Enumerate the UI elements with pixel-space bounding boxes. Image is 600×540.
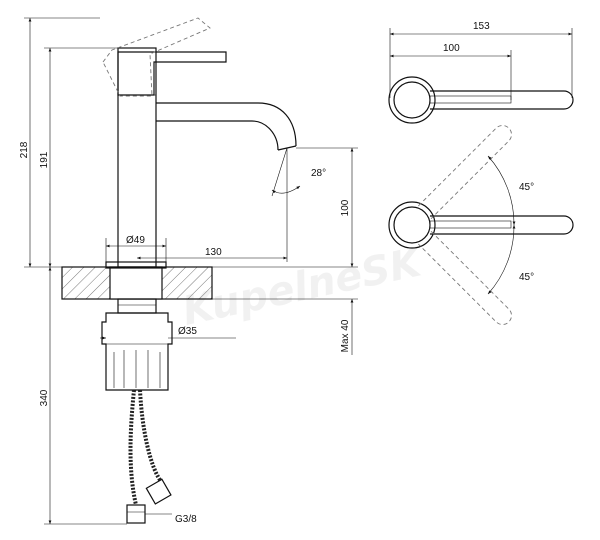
tap-body <box>117 47 157 268</box>
top-handle-lever <box>430 90 574 110</box>
dim-spout-clearance: 100 <box>340 199 351 216</box>
fixing-nut <box>101 312 173 391</box>
arc-lower <box>487 224 516 295</box>
side-view: 28° 218 191 340 Ø49 <box>19 17 358 525</box>
angle-label-upper: 45° <box>519 182 534 193</box>
dim-max-thickness: Max 40 <box>340 319 351 352</box>
arc-upper <box>487 155 516 226</box>
dim-top-width-total: 153 <box>473 21 490 32</box>
dim-spout-height: 191 <box>39 151 50 168</box>
dim-lower-height: 340 <box>39 389 50 406</box>
handle <box>117 51 227 96</box>
hose-fitting-left <box>126 504 146 524</box>
lever-rotated-down <box>418 231 512 325</box>
top-view-upper: 153 100 <box>388 21 574 124</box>
rot-handle-lever <box>430 215 574 235</box>
dim-total-height: 218 <box>19 141 30 158</box>
dim-reach: 130 <box>205 247 222 258</box>
hose-fitting-right <box>145 478 172 505</box>
angle-label-lower: 45° <box>519 272 534 283</box>
connection-label: G3/8 <box>175 514 197 525</box>
handle-raised-outline <box>102 17 211 97</box>
hose-left <box>128 389 138 506</box>
dim-body-diameter: Ø49 <box>126 235 145 246</box>
top-body-inner <box>393 81 431 119</box>
top-body-outer <box>388 76 436 124</box>
lever-rotated-up <box>418 125 512 219</box>
tap-base <box>105 261 167 269</box>
dim-top-width-handle: 100 <box>443 43 460 54</box>
top-view-rotation: 45° 45° <box>388 125 574 325</box>
hose-right <box>138 389 162 482</box>
countertop-hole <box>109 266 163 300</box>
spout-upper <box>156 102 297 147</box>
dim-shank-diameter: Ø35 <box>178 326 197 337</box>
angle-label-spout: 28° <box>311 168 326 179</box>
rot-body-outer <box>388 201 436 249</box>
nut-ribs <box>113 350 161 388</box>
shank <box>117 298 157 314</box>
rot-body-inner <box>393 206 431 244</box>
spout-lower <box>156 120 279 151</box>
rot-handle-slot <box>429 220 512 229</box>
top-handle-slot <box>429 95 512 104</box>
